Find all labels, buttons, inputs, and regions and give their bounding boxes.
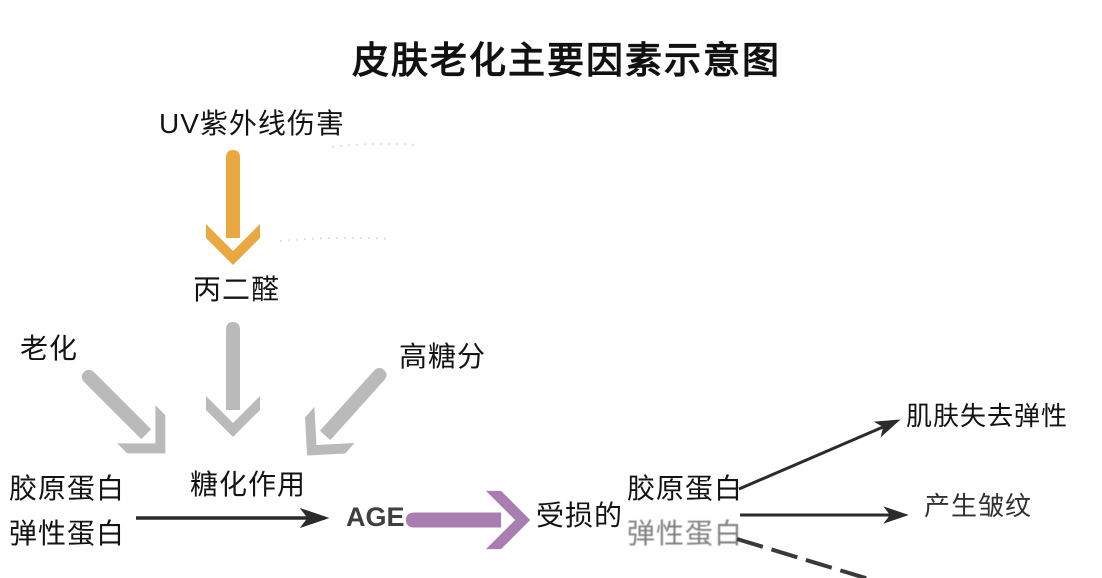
arrow-age-to-damaged	[406, 490, 531, 550]
node-aging: 老化	[20, 333, 79, 364]
arrow-uv-to-malondialdehyde	[206, 150, 260, 265]
node-elastin-left: 弹性蛋白	[9, 518, 126, 549]
node-elastin-right: 弹性蛋白	[627, 518, 744, 549]
node-high-sugar: 高糖分	[399, 341, 487, 372]
node-age: AGE	[346, 502, 405, 532]
arrow-damaged-to-lose-elasticity	[738, 419, 901, 491]
artifact-dots-mid	[279, 236, 393, 242]
arrow-damaged-to-offscreen	[736, 537, 873, 578]
node-damaged: 受损的	[536, 500, 624, 531]
node-glycation: 糖化作用	[190, 469, 307, 500]
arrow-sugar-to-glycation	[286, 351, 405, 474]
node-collagen-left: 胶原蛋白	[9, 473, 126, 504]
node-wrinkles: 产生皱纹	[924, 491, 1033, 521]
node-uv-damage: UV紫外线伤害	[159, 108, 345, 139]
artifact-dots-top	[331, 142, 419, 148]
node-lose-elasticity: 肌肤失去弹性	[906, 401, 1069, 431]
arrow-aging-to-glycation	[64, 352, 185, 473]
page-title: 皮肤老化主要因素示意图	[352, 40, 781, 81]
arrow-malondialdehyde-to-glycation	[206, 322, 260, 437]
node-malondialdehyde: 丙二醛	[193, 274, 281, 305]
node-collagen-right: 胶原蛋白	[627, 473, 744, 504]
